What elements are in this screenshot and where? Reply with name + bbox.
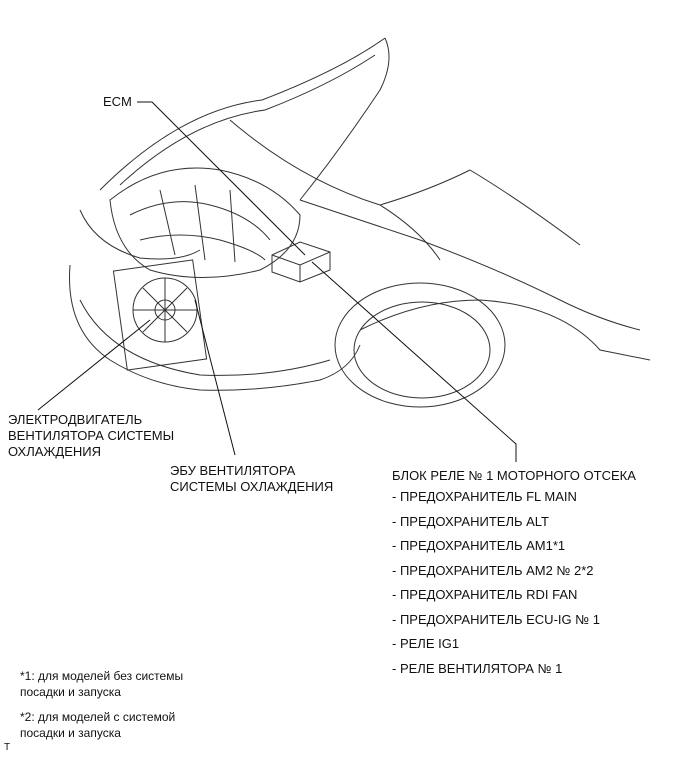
corner-mark: T	[4, 742, 11, 753]
front-bumper	[69, 264, 361, 391]
engine-detail-3	[159, 184, 236, 263]
front-wheel	[334, 282, 506, 408]
footnote-2-line-2: посадки и запуска	[20, 726, 121, 740]
ecm-box	[271, 241, 331, 283]
headlight	[79, 209, 201, 260]
engine-block	[109, 167, 301, 278]
leader-fan-motor	[37, 319, 151, 411]
relay-item: - РЕЛЕ ВЕНТИЛЯТОРА № 1	[392, 660, 563, 676]
relay-item: - ПРЕДОХРАНИТЕЛЬ ECU-IG № 1	[392, 611, 601, 627]
hood-outline	[99, 37, 390, 201]
relay-item: - РЕЛЕ IG1	[392, 636, 460, 651]
fan-motor-label-line-1: ЭЛЕКТРОДВИГАТЕЛЬ	[8, 412, 143, 427]
relay-block-label: БЛОК РЕЛЕ № 1 МОТОРНОГО ОТСЕКА	[392, 468, 636, 483]
relay-item: - ПРЕДОХРАНИТЕЛЬ ALT	[392, 513, 549, 529]
fan-ecu-label: ЭБУ ВЕНТИЛЯТОРА СИСТЕМЫ ОХЛАЖДЕНИЯ	[170, 463, 333, 495]
bumper-lower	[79, 299, 331, 376]
hood-inner-edge	[119, 54, 376, 186]
windshield	[229, 119, 581, 246]
a-pillar	[379, 204, 441, 261]
engine-detail-1	[129, 201, 271, 241]
body-side	[359, 299, 651, 361]
fan-motor-label-line-2: ВЕНТИЛЯТОРА СИСТЕМЫ	[8, 428, 175, 443]
engine-detail-2	[139, 234, 266, 261]
ecm-label: ECM	[103, 94, 132, 109]
footnote-1: *1: для моделей без системы посадки и за…	[20, 668, 183, 700]
fan-ecu-label-line-2: СИСТЕМЫ ОХЛАЖДЕНИЯ	[170, 479, 334, 494]
ecm-box-top	[271, 251, 331, 282]
relay-item-list: - ПРЕДОХРАНИТЕЛЬ FL MAIN - ПРЕДОХРАНИТЕЛ…	[392, 489, 600, 685]
relay-item: - ПРЕДОХРАНИТЕЛЬ AM1*1	[392, 538, 566, 553]
fan-ecu-label-line-1: ЭБУ ВЕНТИЛЯТОРА	[170, 463, 296, 478]
leader-ecm	[137, 101, 306, 256]
footnote-1-line-2: посадки и запуска	[20, 685, 121, 699]
relay-item: - ПРЕДОХРАНИТЕЛЬ AM2 № 2*2	[392, 562, 594, 578]
leader-relay-block	[311, 261, 517, 462]
fan-motor-label: ЭЛЕКТРОДВИГАТЕЛЬ ВЕНТИЛЯТОРА СИСТЕМЫ ОХЛ…	[8, 412, 174, 460]
footnote-1-line-1: *1: для моделей без системы	[20, 669, 184, 683]
leader-fan-ecu	[194, 299, 236, 456]
radiator-frame	[112, 259, 208, 371]
front-wheel-inner	[353, 301, 491, 399]
relay-item: - ПРЕДОХРАНИТЕЛЬ FL MAIN	[392, 489, 577, 504]
relay-item: - ПРЕДОХРАНИТЕЛЬ RDI FAN	[392, 587, 578, 602]
footnote-2-line-1: *2: для моделей с системой	[20, 710, 176, 724]
footnote-2: *2: для моделей с системой посадки и зап…	[20, 709, 175, 741]
fan-motor-label-line-3: ОХЛАЖДЕНИЯ	[8, 444, 101, 459]
fan-blades	[133, 278, 197, 342]
fender-line	[299, 199, 641, 331]
